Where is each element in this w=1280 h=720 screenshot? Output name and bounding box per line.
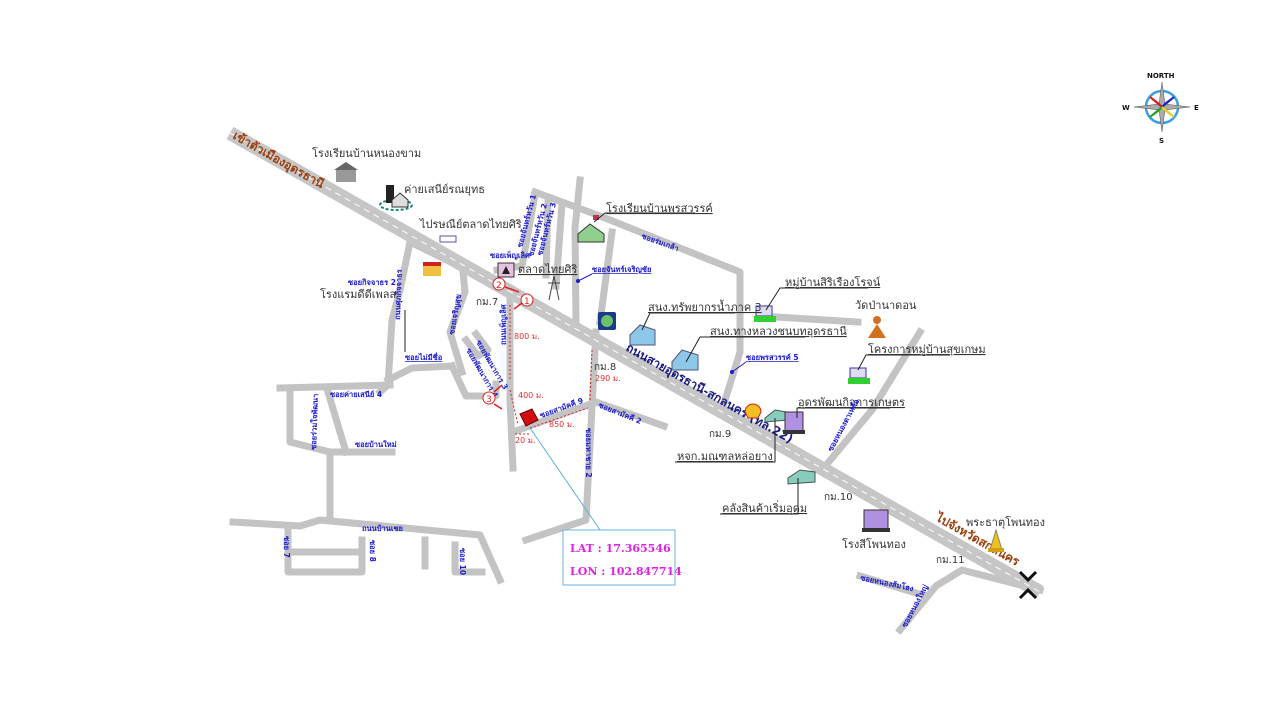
street-label: ถนนศุภกิจจาธร: [393, 268, 404, 320]
shop-icon: [423, 262, 441, 276]
street-label: ซอยร่มเกล้า: [640, 231, 680, 253]
km-markers: กม.7 กม.8 กม.9 กม.10 กม.11: [476, 297, 965, 566]
street-label: ซอยจันทร์เจริญชัย: [592, 265, 651, 274]
pagoda-icon: [988, 528, 1004, 552]
callout-line: [529, 427, 601, 531]
longitude: LON : 102.847714: [570, 565, 682, 578]
landmark-label: วัดป่านาดอน: [855, 299, 917, 312]
target-location-marker[interactable]: [519, 408, 539, 427]
buddha-statue-icon: [868, 316, 886, 338]
landmark-label: คลังสินค้าเริ่มอุดม: [722, 500, 807, 515]
street-label: ซอยกิจจาธร 2: [348, 278, 396, 287]
step-number: 3: [486, 395, 492, 405]
compass-north: NORTH: [1147, 72, 1175, 80]
factory-icon: [862, 509, 890, 532]
route-steps: 1 2 3: [482, 277, 534, 410]
landmark-label: ตลาดไทยศิริ: [518, 263, 577, 276]
power-tower-icon: [548, 275, 560, 301]
street-label: ซอยค่ายเสนีย์ 4: [330, 390, 382, 399]
street-label: ถนนบ้านเชย: [362, 524, 403, 533]
street-label: ซอยไม่มีชื่อ: [405, 351, 442, 362]
street-label: ซอยพรสวรรค์ 5: [746, 353, 799, 362]
latitude: LAT : 17.365546: [570, 542, 671, 555]
landmark-label: ไปรษณีย์ตลาดไทยศิริ: [419, 218, 522, 231]
main-highway: [226, 126, 1044, 599]
street-label: ซอย 10: [458, 548, 467, 575]
street-label: ซอย 8: [368, 540, 377, 562]
compass-east: E: [1194, 104, 1199, 112]
factory-icon: [783, 411, 805, 434]
street-label: ถนนเพ็ญเลิศ: [498, 304, 508, 345]
coordinates-box: LAT : 17.365546 LON : 102.847714: [562, 529, 682, 586]
km-marker: กม.7: [476, 297, 498, 308]
market-icon: [497, 262, 515, 278]
village-icon: [754, 305, 776, 322]
street-label: ซอยหนองส้มโฮง: [860, 572, 915, 593]
office-building-icon: [671, 349, 699, 371]
landmark-label: สนง.ทรัพยากรน้ำภาค 3: [648, 299, 762, 314]
school-icon: [577, 215, 605, 243]
street-label: ซอยบ้านใหม่: [355, 440, 397, 449]
km-marker: กม.9: [709, 429, 731, 440]
school-icon: [334, 162, 358, 182]
street-label: ซอยเพ็ญเลิศ: [490, 250, 530, 260]
distance-label: 850 ม.: [549, 420, 575, 429]
km-marker: กม.8: [594, 362, 616, 373]
landmark-label: โรงแรมดีดีเพลส: [320, 287, 396, 301]
landmark-label: โครงการหมู่บ้านสุขเกษม: [868, 342, 986, 356]
compass-west: W: [1122, 104, 1130, 112]
interchange-icon: [1018, 570, 1038, 600]
post-office-icon: [439, 235, 457, 243]
distance-label: 20 ม.: [515, 436, 536, 445]
step-number: 1: [524, 297, 530, 307]
street-label: ซอยร่วมใจพัฒนา: [309, 393, 320, 450]
route-distances: 800 ม. 400 ม. 290 ม. 850 ม. 20 ม.: [509, 305, 621, 445]
gas-station-logo-icon: [598, 312, 616, 330]
street-label: ซอยมหาชาย 2: [584, 428, 593, 478]
to-udon-city-label: เข้าตัวเมืองอุดรธานี: [230, 128, 327, 192]
village-icon: [848, 367, 870, 384]
street-label: ซอยเจริญสุข: [447, 293, 463, 335]
compass-rose-icon: NORTH S W E: [1122, 72, 1199, 145]
step-number: 2: [496, 281, 502, 291]
compass-south: S: [1159, 137, 1164, 145]
office-building-icon: [629, 324, 656, 346]
distance-label: 290 ม.: [595, 374, 621, 383]
military-camp-icon: [379, 185, 413, 211]
street-label: ซอย 7: [282, 536, 291, 558]
landmark-label: ค่ายเสนีย์รณยุทธ: [404, 183, 485, 196]
landmark-label: หมู่บ้านสิริเรืองโรจน์: [785, 275, 881, 289]
leader-lines: [404, 212, 950, 515]
landmark-label: สนง.ทางหลวงชนบทอุดรธานี: [710, 325, 847, 338]
landmark-label: โรงเรียนบ้านพรสวรรค์: [606, 201, 713, 215]
landmark-label: พระธาตุโพนทอง: [966, 515, 1045, 529]
distance-label: 800 ม.: [514, 332, 540, 341]
road-network: [229, 176, 1045, 635]
warehouse-icon: [764, 409, 788, 423]
km-marker: กม.11: [936, 555, 965, 566]
landmark-label: โรงเรียนบ้านหนองขาม: [312, 146, 421, 160]
km-marker: กม.10: [824, 492, 853, 503]
landmark-label: อุดรพัฒนกิจการเกษตร: [798, 396, 905, 409]
landmark-label: โรงสีโพนทอง: [842, 537, 906, 551]
distance-label: 400 ม.: [518, 391, 544, 400]
warehouse-icon: [787, 469, 816, 485]
landmark-label: หจก.มณฑลหล่อยาง: [677, 450, 773, 463]
shell-station-icon: [744, 403, 762, 419]
